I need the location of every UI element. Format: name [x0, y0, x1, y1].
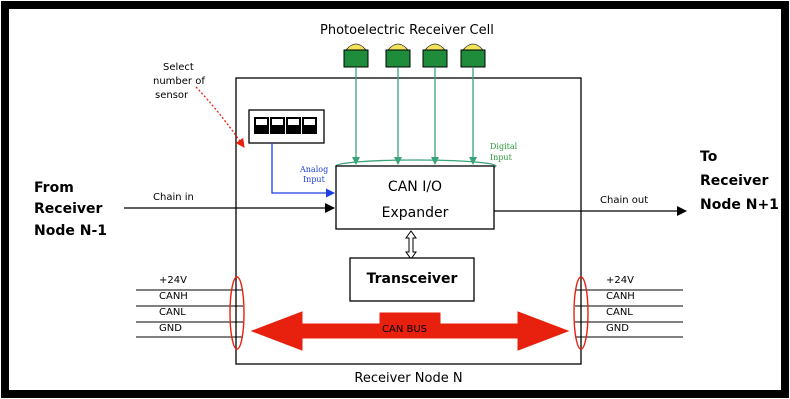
- digital-label-line-1: Digital: [490, 142, 518, 151]
- can-io-expander-box: [335, 165, 495, 230]
- expander-label-line-1: CAN I/O: [387, 179, 443, 195]
- transceiver-label: Transceiver: [366, 271, 458, 287]
- from-label-line-3: Node N-1: [34, 223, 107, 239]
- select-arrow: [195, 86, 245, 148]
- to-label-line-1: To: [700, 149, 718, 165]
- expander-label-line-2: Expander: [381, 205, 449, 221]
- photo-cell-3: [422, 43, 448, 68]
- left-wire-label-canl: CANL: [159, 307, 186, 318]
- select-label-line-1: Select: [163, 62, 194, 73]
- right-bus-wires: [575, 289, 683, 338]
- analog-label-line-1: Analog: [300, 165, 329, 174]
- digital-label-line-2: Input: [490, 153, 512, 162]
- analog-input-arrow: [271, 143, 335, 198]
- left-wire-label-24v: +24V: [159, 275, 187, 286]
- right-wire-label-24v: +24V: [606, 275, 634, 286]
- select-label-line-2: number of: [153, 76, 205, 87]
- from-label-line-1: From: [34, 180, 74, 196]
- analog-label-line-2: Input: [303, 175, 325, 184]
- transceiver-box: [349, 257, 475, 302]
- to-label-line-3: Node N+1: [700, 197, 779, 213]
- digital-signal-arrows: [352, 67, 477, 165]
- can-bus-label: CAN BUS: [382, 324, 428, 335]
- from-label-line-2: Receiver: [34, 201, 103, 217]
- sensor-select-switch: [248, 109, 325, 144]
- left-wire-label-canh: CANH: [159, 291, 188, 302]
- cell-label: Photoelectric Receiver Cell: [320, 23, 494, 38]
- node-label: Receiver Node N: [354, 371, 463, 386]
- chain-out-label: Chain out: [600, 195, 649, 206]
- photo-cell-2: [385, 43, 411, 68]
- to-label-line-2: Receiver: [700, 173, 769, 189]
- chain-in-label: Chain in: [153, 192, 194, 203]
- left-connector-ellipse: [229, 276, 245, 350]
- right-wire-label-gnd: GND: [606, 323, 629, 334]
- can-bus-arrow: [250, 311, 570, 351]
- select-label-line-3: sensor: [155, 90, 189, 101]
- receiver-node-box: [235, 77, 582, 365]
- right-connector-ellipse: [573, 276, 589, 350]
- left-wire-label-gnd: GND: [159, 323, 182, 334]
- photo-cell-4: [460, 43, 486, 68]
- right-wire-label-canl: CANL: [606, 307, 633, 318]
- right-wire-label-canh: CANH: [606, 291, 635, 302]
- left-bus-wires: [136, 289, 243, 338]
